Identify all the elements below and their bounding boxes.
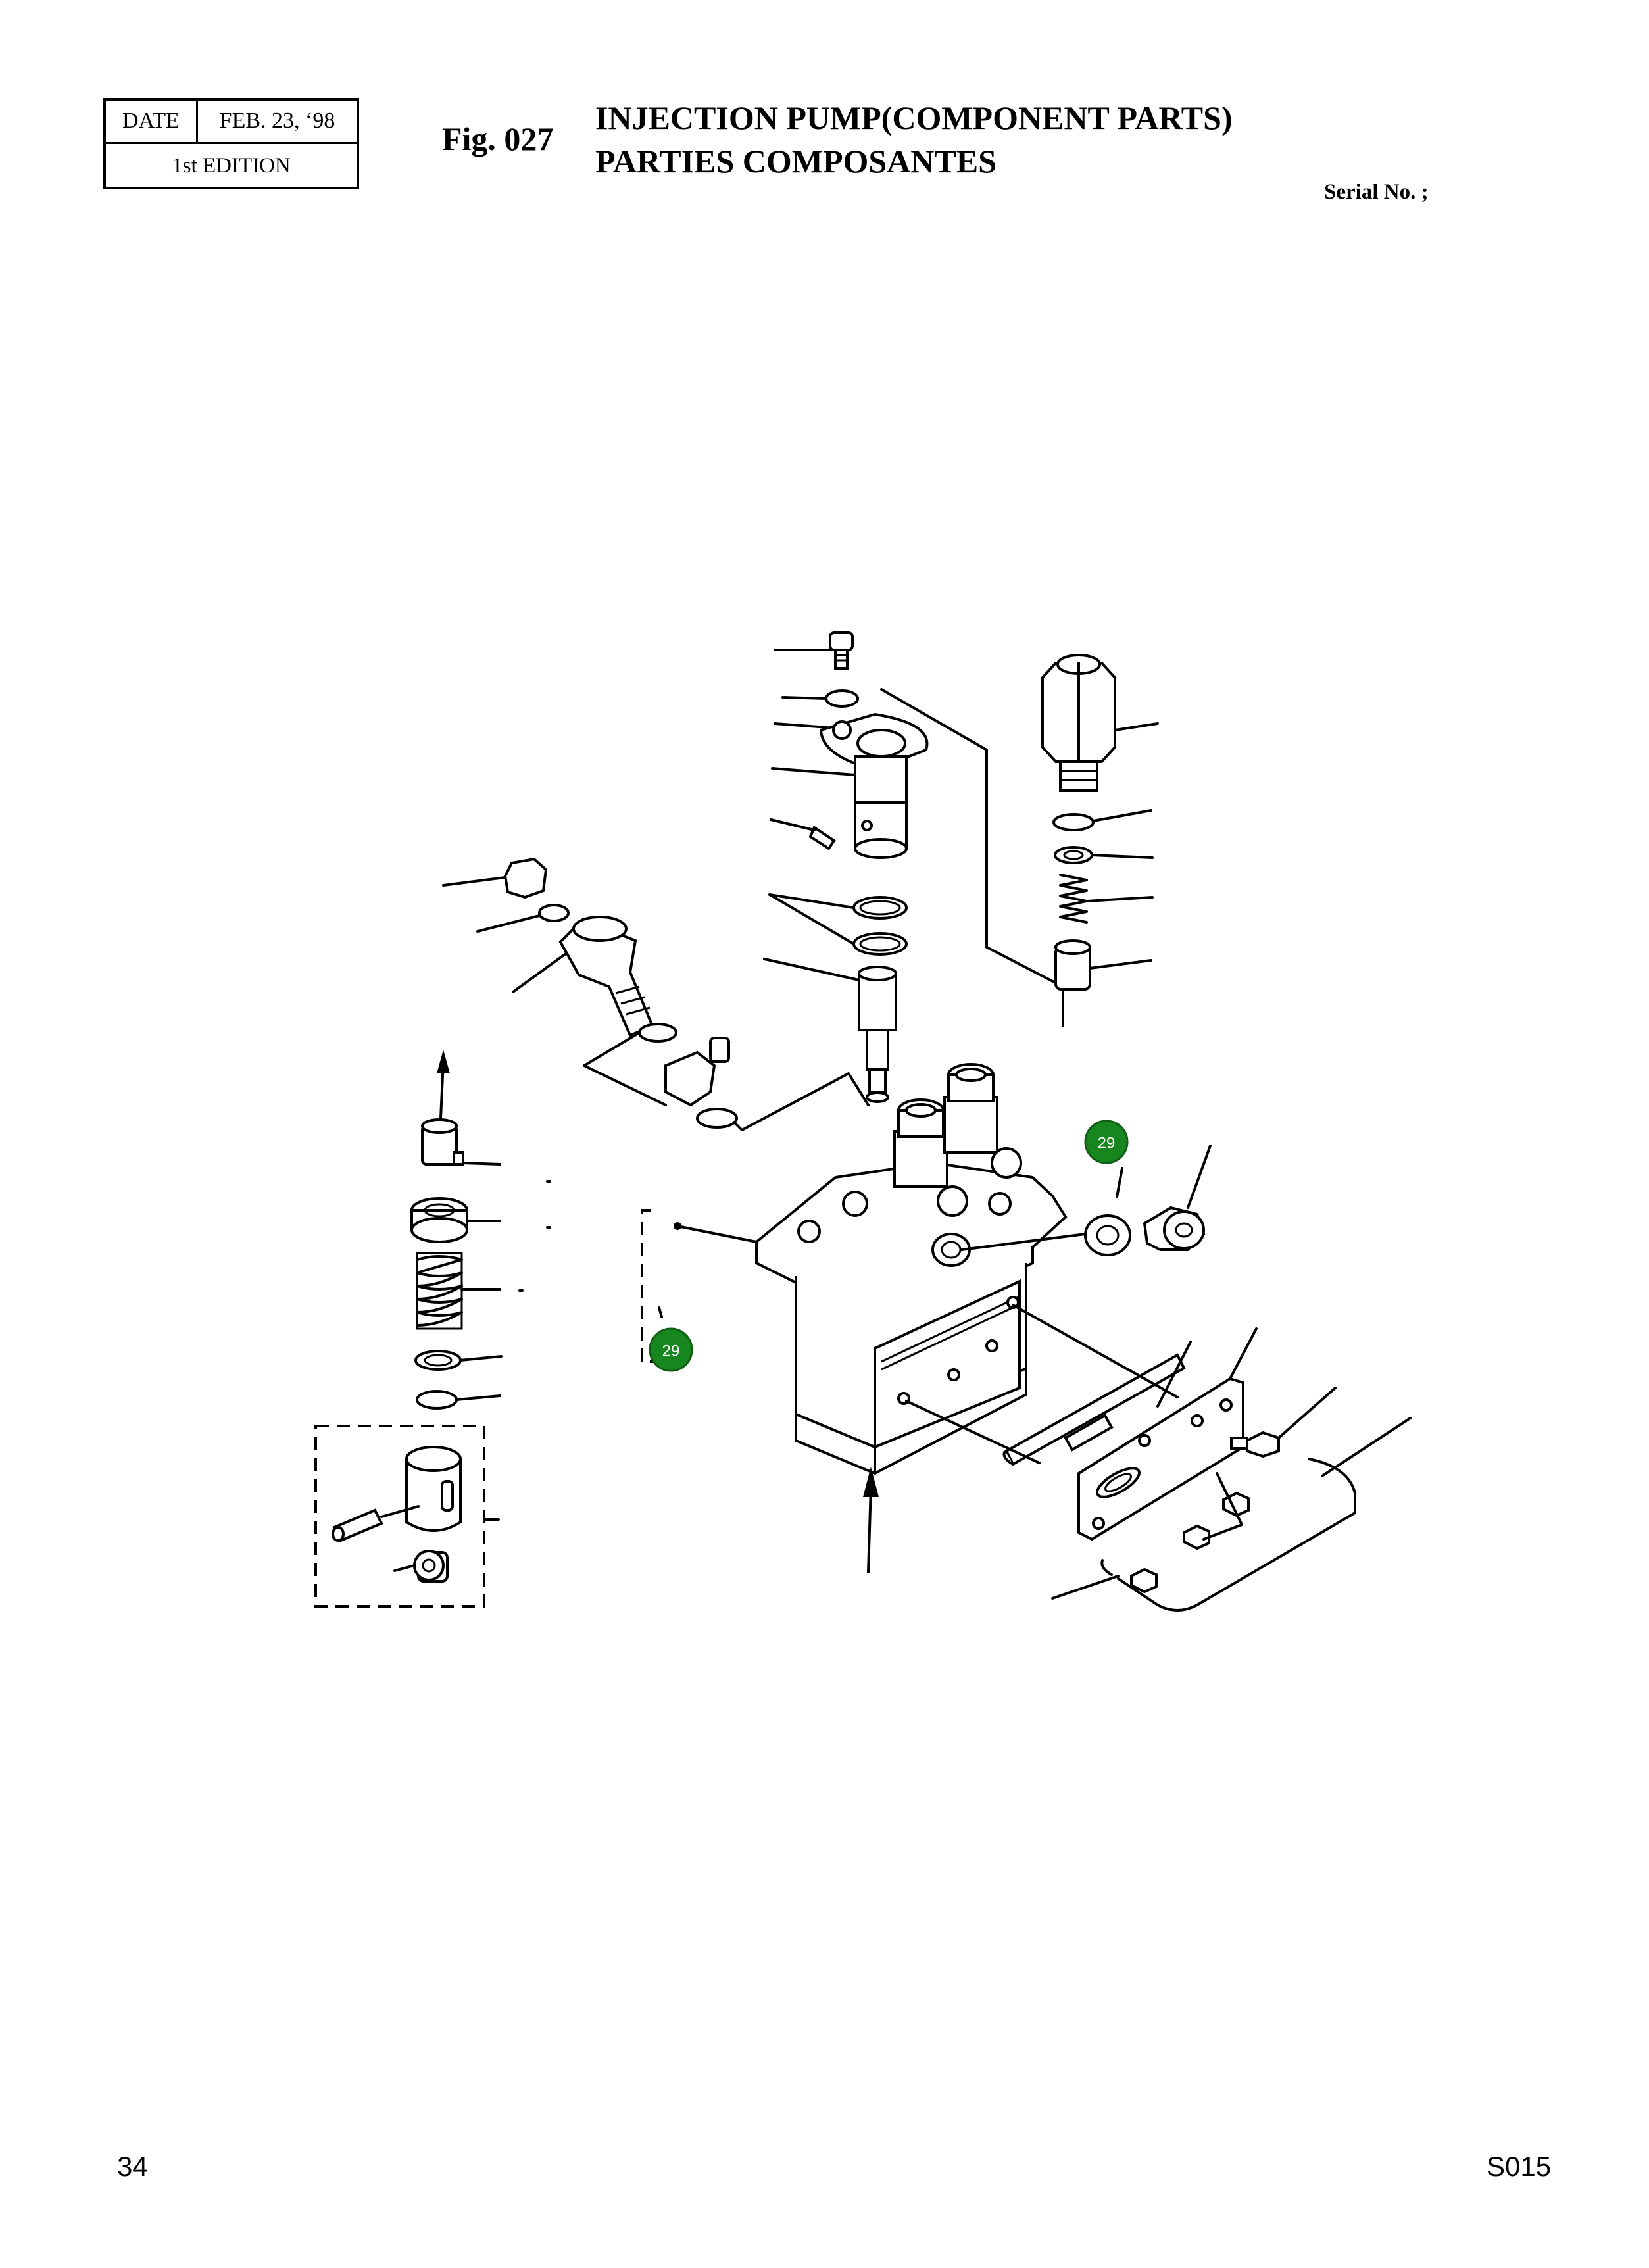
pump-arrow [863, 1467, 879, 1573]
leader-lines-left-stack [455, 1162, 503, 1401]
edition-label: 1st EDITION [172, 154, 291, 178]
cover-plate-assembly [905, 1304, 1412, 1612]
page-number: 34 [117, 2151, 148, 2182]
valve-holder-parts [1041, 654, 1116, 991]
delivery-valve-stack [808, 631, 929, 1103]
title-french: PARTIES COMPOSANTES [595, 143, 997, 180]
svg-text:29: 29 [1098, 1135, 1116, 1152]
overflow-valve-parts [503, 857, 738, 1129]
document-code: S015 [1487, 2151, 1552, 2182]
tappet-dashed-box [314, 1425, 485, 1608]
leader-lines-top [763, 649, 1064, 1027]
tappet-assembly [332, 1446, 500, 1583]
leader-lines-top-right [1085, 722, 1159, 970]
pump-body [755, 1063, 1068, 1475]
callout-badge-29-right[interactable]: 29 [1084, 1120, 1129, 1164]
bracket-dashed [641, 1209, 655, 1363]
date-label: DATE [106, 101, 198, 142]
title-english: INJECTION PUMP(COMPONENT PARTS) [595, 99, 1233, 136]
leader-lines-left [442, 876, 870, 1131]
figure-number: Fig. 027 [442, 120, 554, 157]
callout-badge-29-left[interactable]: 29 [649, 1327, 693, 1372]
date-row: DATE FEB. 23, ‘98 [106, 101, 357, 144]
plug-and-washer [960, 1145, 1212, 1256]
date-edition-box: DATE FEB. 23, ‘98 1st EDITION [103, 98, 359, 189]
date-value: FEB. 23, ‘98 [219, 109, 335, 133]
tappet-spring-stack [410, 1050, 468, 1410]
serial-number-label: Serial No. ; [1324, 180, 1429, 204]
svg-text:29: 29 [662, 1343, 680, 1360]
